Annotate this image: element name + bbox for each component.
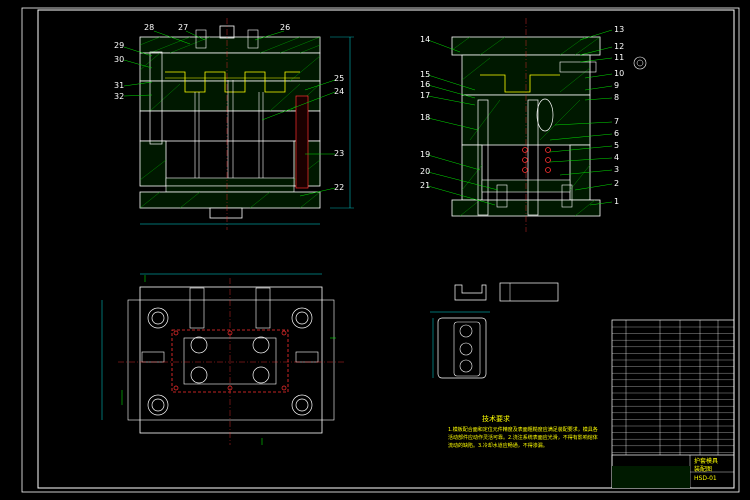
part-label-16: 16 xyxy=(420,80,431,89)
part-label-25: 25 xyxy=(334,74,345,83)
front-leaders xyxy=(123,30,336,197)
part-label-30: 30 xyxy=(114,55,125,64)
part-label-21: 21 xyxy=(420,181,431,190)
part-label-18: 18 xyxy=(420,113,431,122)
part-label-23: 23 xyxy=(334,149,345,158)
side-leaders xyxy=(427,29,613,206)
part-label-28: 28 xyxy=(144,23,155,32)
part-label-22: 22 xyxy=(334,183,345,192)
part-label-2: 2 xyxy=(614,179,620,188)
part-label-6: 6 xyxy=(614,129,620,138)
part-label-3: 3 xyxy=(614,165,620,174)
title-block-subtitle: 装配图 xyxy=(694,466,713,473)
tech-requirements-title: 技术要求 xyxy=(482,415,510,423)
tech-requirements-notes: 1.模板配合面和定位元件精度及表面粗糙度应满足装配要求，模具各活动部件应动作灵活… xyxy=(448,427,598,449)
part-label-27: 27 xyxy=(178,23,189,32)
part-label-13: 13 xyxy=(614,25,625,34)
part-label-5: 5 xyxy=(614,141,620,150)
part-label-17: 17 xyxy=(420,91,431,100)
part-label-4: 4 xyxy=(614,153,620,162)
part-label-10: 10 xyxy=(614,69,625,78)
part-label-12: 12 xyxy=(614,42,625,51)
part-detail xyxy=(430,282,559,379)
part-label-31: 31 xyxy=(114,81,125,90)
side-section-view xyxy=(451,18,647,232)
part-label-24: 24 xyxy=(334,87,345,96)
part-label-15: 15 xyxy=(420,70,431,79)
front-section-view xyxy=(139,18,354,230)
title-block-grid xyxy=(611,319,735,489)
part-label-11: 11 xyxy=(614,53,625,62)
part-label-1: 1 xyxy=(614,197,620,206)
title-block-title: 护套模具 xyxy=(694,458,719,465)
part-label-8: 8 xyxy=(614,93,620,102)
outer-border xyxy=(21,7,740,493)
part-label-26: 26 xyxy=(280,23,291,32)
part-label-14: 14 xyxy=(420,35,431,44)
part-label-29: 29 xyxy=(114,41,125,50)
part-label-20: 20 xyxy=(420,167,431,176)
part-label-7: 7 xyxy=(614,117,620,126)
inner-frame xyxy=(37,9,735,489)
plan-view xyxy=(101,273,345,445)
part-label-32: 32 xyxy=(114,92,125,101)
part-label-9: 9 xyxy=(614,81,620,90)
part-label-19: 19 xyxy=(420,150,431,159)
title-block-drawing-no: HSD-01 xyxy=(694,475,717,482)
